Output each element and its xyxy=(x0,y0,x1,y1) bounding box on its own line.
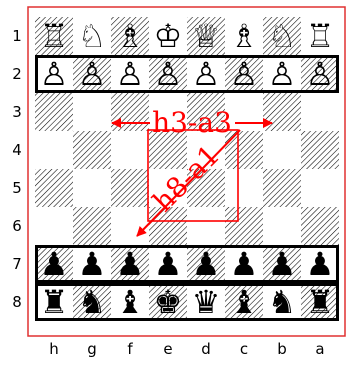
chess-piece-wB: ♗ xyxy=(116,17,145,55)
rank-label: 4 xyxy=(12,141,22,159)
chess-piece-wP: ♙ xyxy=(306,55,335,93)
rank-labels: 1 2 3 4 5 6 7 8 xyxy=(12,27,22,311)
rank-label: 2 xyxy=(12,65,22,83)
board-square xyxy=(111,207,149,245)
board-square xyxy=(301,207,339,245)
file-label: d xyxy=(201,340,211,358)
chess-piece-bB: ♝ xyxy=(116,283,145,321)
file-label: a xyxy=(315,340,324,358)
rank-label: 5 xyxy=(12,179,22,197)
chess-piece-bR: ♜ xyxy=(40,283,69,321)
board-square xyxy=(301,93,339,131)
chess-piece-bP: ♟ xyxy=(230,245,259,283)
rank-label: 1 xyxy=(12,27,22,45)
board-square xyxy=(35,207,73,245)
chess-piece-wK: ♔ xyxy=(154,17,183,55)
chess-piece-bR: ♜ xyxy=(306,283,335,321)
rank-label: 8 xyxy=(12,293,22,311)
chess-piece-wN: ♘ xyxy=(268,17,297,55)
chess-piece-wP: ♙ xyxy=(192,55,221,93)
chess-piece-wQ: ♕ xyxy=(192,17,221,55)
chess-piece-bN: ♞ xyxy=(268,283,297,321)
chess-piece-bP: ♟ xyxy=(154,245,183,283)
rank-label: 7 xyxy=(12,255,22,273)
chess-piece-bP: ♟ xyxy=(116,245,145,283)
chess-piece-bP: ♟ xyxy=(78,245,107,283)
file-label: e xyxy=(163,340,172,358)
chess-piece-bN: ♞ xyxy=(78,283,107,321)
rank-label: 3 xyxy=(12,103,22,121)
chess-piece-wP: ♙ xyxy=(154,55,183,93)
chess-piece-wP: ♙ xyxy=(40,55,69,93)
board-square xyxy=(111,93,149,131)
file-label: h xyxy=(49,340,59,358)
board-square xyxy=(35,131,73,169)
chess-piece-bP: ♟ xyxy=(268,245,297,283)
chess-piece-bP: ♟ xyxy=(192,245,221,283)
chess-piece-bP: ♟ xyxy=(40,245,69,283)
board-square xyxy=(301,169,339,207)
file-label: g xyxy=(87,340,97,358)
chess-piece-wN: ♘ xyxy=(78,17,107,55)
board-square xyxy=(263,131,301,169)
chess-piece-wP: ♙ xyxy=(230,55,259,93)
chess-piece-bP: ♟ xyxy=(306,245,335,283)
chess-piece-wP: ♙ xyxy=(268,55,297,93)
chess-piece-bQ: ♛ xyxy=(192,283,221,321)
board-square xyxy=(111,131,149,169)
board-square xyxy=(263,93,301,131)
board-square xyxy=(263,169,301,207)
file-label: b xyxy=(277,340,287,358)
board-square xyxy=(73,93,111,131)
board-square xyxy=(225,207,263,245)
board-square xyxy=(73,207,111,245)
chess-piece-wP: ♙ xyxy=(116,55,145,93)
file-label: f xyxy=(127,340,133,358)
chess-piece-bK: ♚ xyxy=(154,283,183,321)
board-square xyxy=(187,207,225,245)
chess-piece-bB: ♝ xyxy=(230,283,259,321)
board-square xyxy=(111,169,149,207)
rank-label: 6 xyxy=(12,217,22,235)
board-square xyxy=(73,131,111,169)
board-square xyxy=(73,169,111,207)
board-square xyxy=(263,207,301,245)
chess-piece-wR: ♖ xyxy=(306,17,335,55)
chess-piece-wB: ♗ xyxy=(230,17,259,55)
board-square xyxy=(35,169,73,207)
chess-piece-wR: ♖ xyxy=(40,17,69,55)
file-label: c xyxy=(240,340,248,358)
annotation-label-h3-a3: h3-a3 xyxy=(152,106,232,139)
chess-piece-wP: ♙ xyxy=(78,55,107,93)
board-square xyxy=(225,169,263,207)
board-square xyxy=(301,131,339,169)
board-square xyxy=(35,93,73,131)
